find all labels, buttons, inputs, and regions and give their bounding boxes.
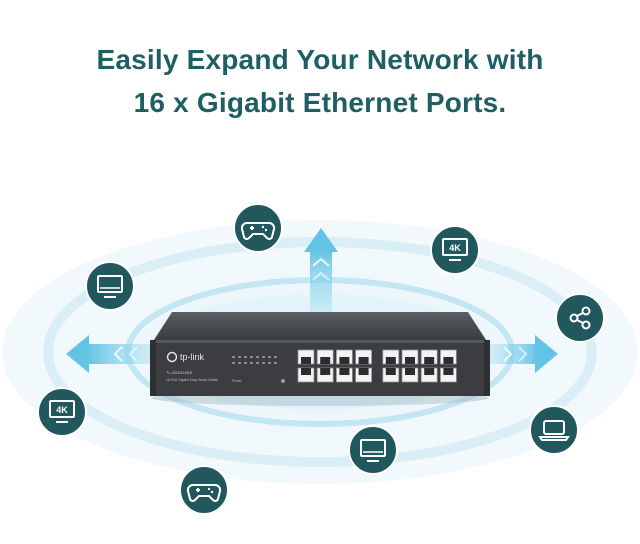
port-led bbox=[262, 362, 265, 364]
ethernet-port-socket bbox=[443, 368, 454, 375]
4k-label: 4K bbox=[449, 243, 461, 253]
monitor-icon bbox=[348, 425, 398, 475]
port-led bbox=[238, 362, 241, 364]
ethernet-port-socket bbox=[301, 368, 311, 375]
laptop-icon bbox=[529, 405, 579, 455]
port-led bbox=[274, 362, 277, 364]
ethernet-port-socket bbox=[339, 357, 350, 364]
headline-line-2: 16 x Gigabit Ethernet Ports. bbox=[133, 87, 507, 118]
power-led bbox=[281, 379, 285, 383]
right-arrow bbox=[482, 335, 558, 373]
ethernet-port-socket bbox=[320, 368, 331, 375]
port-led bbox=[238, 356, 241, 358]
power-label: Power bbox=[232, 379, 242, 383]
monitor-icon bbox=[85, 261, 135, 311]
gamepad-icon bbox=[179, 465, 229, 515]
share-network-icon bbox=[555, 293, 605, 343]
gamepad-icon bbox=[233, 203, 283, 253]
brand-text: tp-link bbox=[180, 352, 205, 362]
port-led bbox=[244, 356, 247, 358]
port-led bbox=[232, 362, 235, 364]
port-led bbox=[232, 356, 235, 358]
ethernet-port-socket bbox=[385, 368, 396, 375]
headline-line-1: Easily Expand Your Network with bbox=[96, 44, 544, 75]
ethernet-port-socket bbox=[385, 357, 396, 364]
port-led bbox=[268, 356, 271, 358]
ethernet-port-socket bbox=[339, 368, 350, 375]
left-arrow bbox=[66, 335, 166, 373]
model-text: TL-SG1016DE bbox=[166, 370, 193, 375]
port-led bbox=[250, 356, 253, 358]
network-switch: tp-link TL-SG1016DE 16-Port Gigabit Easy… bbox=[150, 312, 490, 406]
4k-label: 4K bbox=[56, 405, 68, 415]
port-leds bbox=[232, 356, 277, 364]
ethernet-port-socket bbox=[424, 357, 435, 364]
ethernet-port-socket bbox=[424, 368, 435, 375]
port-led bbox=[262, 356, 265, 358]
4k-display-icon: 4K bbox=[430, 225, 480, 275]
up-arrow bbox=[304, 228, 338, 320]
ethernet-port-socket bbox=[301, 357, 311, 364]
port-led bbox=[268, 362, 271, 364]
ethernet-port-socket bbox=[358, 357, 369, 364]
ethernet-port-socket bbox=[358, 368, 369, 375]
port-led bbox=[244, 362, 247, 364]
port-led bbox=[274, 356, 277, 358]
headline: Easily Expand Your Network with 16 x Gig… bbox=[0, 38, 640, 124]
port-led bbox=[256, 362, 259, 364]
port-led bbox=[250, 362, 253, 364]
description-text: 16-Port Gigabit Easy Smart Switch bbox=[166, 378, 218, 382]
ethernet-port-socket bbox=[405, 357, 415, 364]
ethernet-ports bbox=[297, 349, 457, 383]
ethernet-port-socket bbox=[320, 357, 331, 364]
brand-logo: tp-link bbox=[166, 351, 205, 363]
4k-display-icon: 4K bbox=[37, 387, 87, 437]
ethernet-port-socket bbox=[405, 368, 415, 375]
ethernet-port-socket bbox=[443, 357, 454, 364]
port-led bbox=[256, 356, 259, 358]
